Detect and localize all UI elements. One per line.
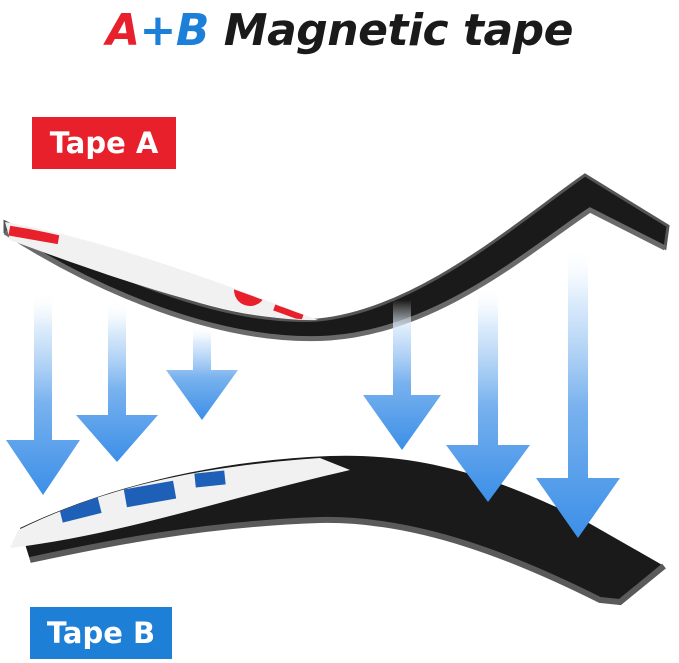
arrow-down-icon <box>76 300 158 462</box>
tape-b-label: Tape B <box>30 607 172 659</box>
tape-b-strip <box>10 455 666 606</box>
tape-a-label: Tape A <box>32 117 176 169</box>
arrow-down-icon <box>446 285 530 502</box>
arrow-down-icon <box>363 300 441 450</box>
attraction-arrows <box>6 245 620 538</box>
tape-b-liner <box>10 458 350 548</box>
tape-b-edge <box>29 516 666 606</box>
page-title: A+B Magnetic tape <box>0 0 679 62</box>
arrow-down-icon <box>536 245 620 538</box>
arrow-down-icon <box>166 325 238 420</box>
tape-a-edge <box>3 207 667 342</box>
title-rest: Magnetic tape <box>208 5 574 56</box>
title-letter-b: B <box>175 5 210 56</box>
title-letter-a: A <box>105 5 140 56</box>
title-plus: + <box>139 5 177 56</box>
arrow-down-icon <box>6 290 80 495</box>
